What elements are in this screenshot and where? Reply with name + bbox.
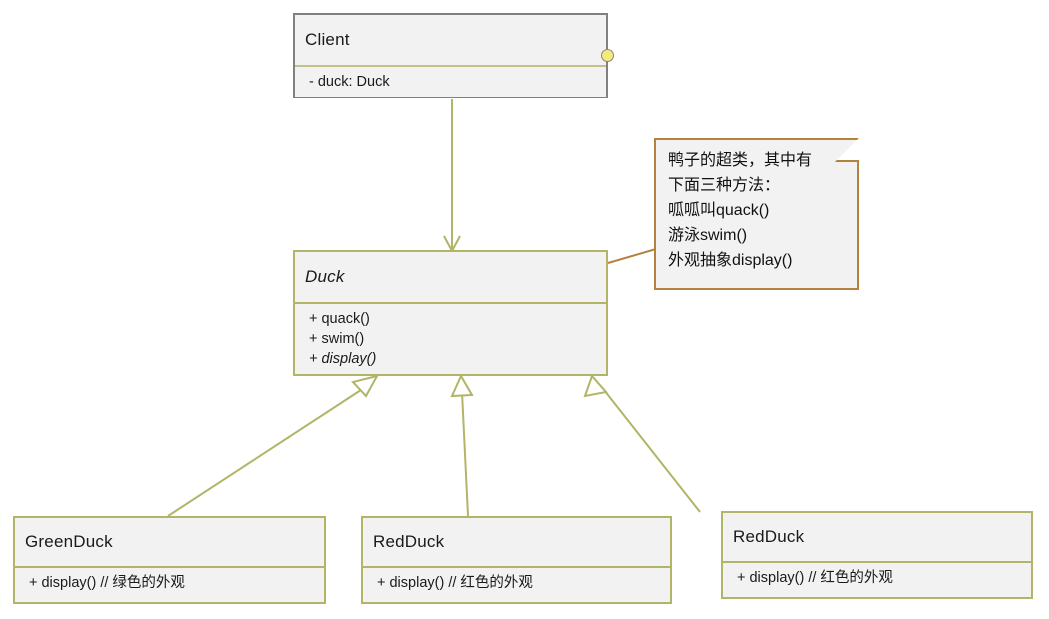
class-members-compartment-greenduck: + display() // 绿色的外观	[15, 568, 324, 602]
anchor-handle-client[interactable]	[601, 49, 614, 62]
class-title-client: Client	[305, 30, 350, 49]
class-members-compartment-duck: + quack() + swim() + display()	[295, 304, 606, 374]
edge-redduck-middle-duck	[461, 391, 469, 517]
class-box-redduck-middle[interactable]: RedDuck + display() // 红色的外观	[361, 516, 672, 604]
arrowhead-triangle-redduck-right	[583, 374, 608, 398]
note-line: 鸭子的超类，其中有	[668, 152, 813, 169]
class-box-redduck-right[interactable]: RedDuck + display() // 红色的外观	[721, 511, 1033, 599]
edge-redduck-right-duck	[603, 389, 701, 513]
edge-note-duck	[607, 140, 657, 264]
class-member: + display()	[309, 351, 377, 367]
class-member: + swim()	[309, 331, 365, 347]
arrowhead-triangle-greenduck	[351, 374, 379, 398]
class-member: + quack()	[309, 311, 370, 327]
class-name-compartment-redduck-middle: RedDuck	[363, 518, 670, 568]
class-box-duck[interactable]: Duck + quack() + swim() + display()	[293, 250, 608, 376]
class-title-redduck-right: RedDuck	[733, 527, 805, 546]
note-line: 呱呱叫quack()	[668, 202, 770, 219]
note-box[interactable]: 鸭子的超类，其中有 下面三种方法： 呱呱叫quack() 游泳swim() 外观…	[654, 138, 859, 290]
class-title-greenduck: GreenDuck	[25, 532, 113, 551]
arrowhead-open-duck	[443, 235, 461, 254]
class-member: + display() // 红色的外观	[377, 575, 533, 591]
note-line: 游泳swim()	[668, 227, 748, 244]
arrowhead-triangle-redduck-middle	[450, 373, 474, 398]
class-title-redduck-middle: RedDuck	[373, 532, 445, 551]
class-name-compartment-greenduck: GreenDuck	[15, 518, 324, 568]
class-box-client[interactable]: Client - duck: Duck	[293, 13, 608, 98]
class-name-compartment-redduck-right: RedDuck	[723, 513, 1031, 563]
class-name-compartment-client: Client	[295, 15, 606, 67]
class-title-duck: Duck	[305, 267, 345, 286]
edge-greenduck-duck	[167, 387, 365, 517]
class-member: + display() // 绿色的外观	[29, 575, 185, 591]
note-line: 外观抽象display()	[668, 252, 793, 269]
class-members-compartment-redduck-middle: + display() // 红色的外观	[363, 568, 670, 602]
note-line: 下面三种方法：	[668, 177, 781, 194]
class-member: + display() // 红色的外观	[737, 570, 893, 586]
class-box-greenduck[interactable]: GreenDuck + display() // 绿色的外观	[13, 516, 326, 604]
class-name-compartment-duck: Duck	[295, 252, 606, 304]
class-members-compartment-client: - duck: Duck	[295, 67, 606, 97]
class-member: - duck: Duck	[309, 74, 390, 90]
class-members-compartment-redduck-right: + display() // 红色的外观	[723, 563, 1031, 597]
